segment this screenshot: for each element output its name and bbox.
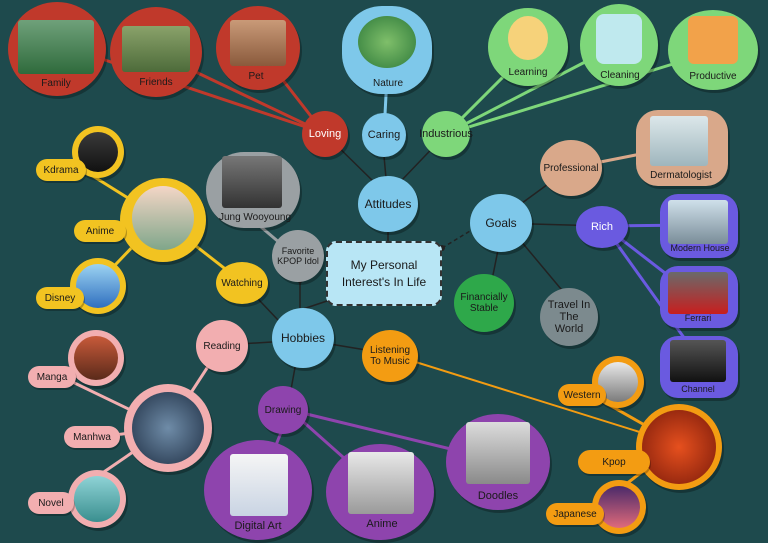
novel-label: Novel — [28, 492, 74, 514]
disney-label: Disney — [36, 287, 84, 309]
channel-label: Channel — [681, 384, 715, 394]
doodles-label: Doodles — [477, 490, 519, 502]
goals-node[interactable]: Goals — [470, 194, 532, 252]
nature-label: Nature — [372, 78, 404, 89]
professional-node[interactable]: Professional — [540, 140, 602, 196]
kdrama-label: Kdrama — [36, 159, 86, 181]
industrious-node[interactable]: Industrious — [419, 111, 473, 157]
watching-node[interactable]: Watching — [216, 262, 268, 304]
anime-draw-photo — [348, 452, 414, 514]
novel-photo — [74, 476, 120, 522]
dermatologist-label: Dermatologist — [650, 170, 712, 181]
attitudes-node[interactable]: Attitudes — [358, 176, 418, 232]
modern-house-photo — [668, 200, 728, 244]
japanese-photo — [598, 486, 640, 528]
anime-watch-photo — [132, 186, 194, 250]
productive-illustration — [688, 16, 738, 64]
anime-watch-label: Anime — [74, 220, 126, 242]
caring-node[interactable]: Caring — [362, 113, 406, 157]
kpop-label: Kpop — [578, 450, 650, 474]
reading-node[interactable]: Reading — [196, 320, 248, 372]
friends-photo — [122, 26, 190, 72]
modern-house-label: Modern House — [670, 243, 730, 253]
kpop-photo — [642, 410, 716, 484]
channel-photo — [670, 340, 726, 382]
cleaning-illustration — [596, 14, 642, 64]
jung-wooyoung-label: Jung Wooyoung — [218, 212, 292, 223]
digital-art-photo — [230, 454, 288, 516]
travel-node[interactable]: Travel In The World — [540, 288, 598, 346]
listening-node[interactable]: Listening To Music — [362, 330, 418, 382]
family-photo — [18, 20, 94, 74]
learning-illustration — [508, 16, 548, 60]
loving-node[interactable]: Loving — [302, 111, 348, 157]
pet-photo — [230, 20, 286, 66]
western-label: Western — [558, 384, 606, 406]
favorite-kpop-idol-node[interactable]: Favorite KPOP Idol — [272, 230, 324, 282]
anime-draw-label: Anime — [366, 518, 398, 530]
drawing-node[interactable]: Drawing — [258, 386, 308, 434]
hobbies-node[interactable]: Hobbies — [272, 308, 334, 368]
friends-label: Friends — [139, 77, 173, 88]
ferrari-label: Ferrari — [684, 313, 712, 323]
doodles-photo — [466, 422, 530, 484]
jung-wooyoung-photo — [222, 156, 282, 208]
cleaning-label: Cleaning — [600, 70, 640, 81]
manhwa-photo — [132, 392, 204, 464]
manga-label: Manga — [28, 366, 76, 388]
dermatologist-photo — [650, 116, 708, 166]
learning-label: Learning — [508, 67, 548, 78]
nature-icon — [358, 16, 416, 68]
family-label: Family — [41, 78, 71, 89]
financially-stable-node[interactable]: Financially Stable — [454, 274, 514, 332]
central-topic[interactable]: My Personal Interest's In Life — [326, 241, 442, 306]
manga-photo — [74, 336, 118, 380]
pet-label: Pet — [248, 71, 264, 82]
productive-label: Productive — [689, 71, 737, 82]
japanese-label: Japanese — [546, 503, 604, 525]
rich-node[interactable]: Rich — [576, 206, 628, 248]
manhwa-label: Manhwa — [64, 426, 120, 448]
ferrari-photo — [668, 272, 728, 314]
digital-art-label: Digital Art — [234, 520, 282, 532]
